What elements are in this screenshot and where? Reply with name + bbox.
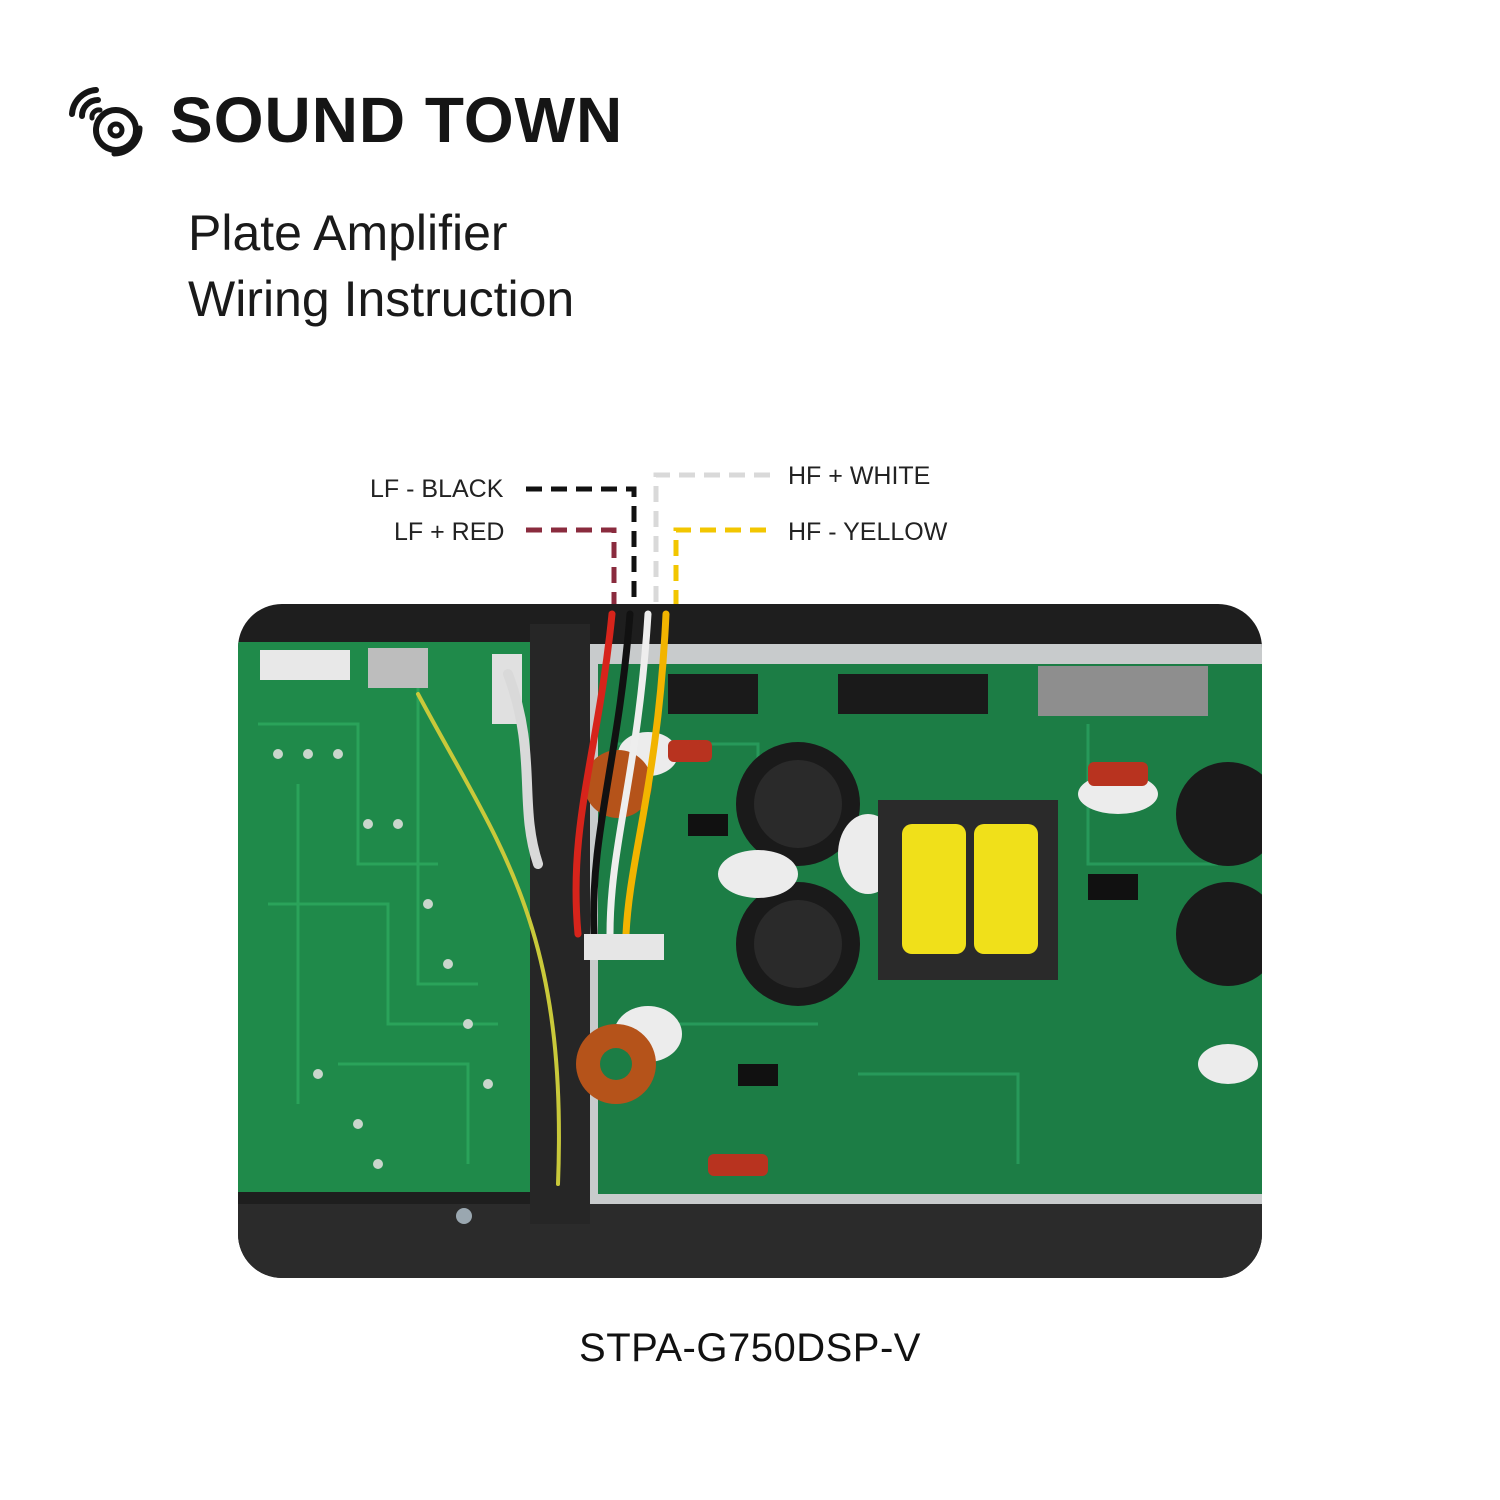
wire-line-lf-black: [526, 486, 637, 606]
wire-line-hf-white: [653, 472, 770, 606]
wire-label-lf-black: LF - BLACK: [370, 475, 504, 503]
wire-label-hf-white: HF + WHITE: [788, 462, 931, 490]
dsp-board: [238, 642, 530, 1192]
wire-label-lf-red: LF + RED: [394, 518, 505, 546]
capacitors: [736, 742, 1262, 1006]
wire-line-hf-yellow: [673, 527, 766, 606]
wire-line-lf-red: [526, 527, 617, 606]
amplifier-board-image: [238, 604, 1262, 1278]
wire-bundle: [416, 610, 670, 1186]
title-line-2: Wiring Instruction: [188, 271, 575, 327]
title-line-1: Plate Amplifier: [188, 205, 508, 261]
model-number: STPA-G750DSP-V: [579, 1326, 921, 1370]
sound-wave-disc-icon: [69, 87, 143, 157]
brand-name: SOUND TOWN: [170, 84, 624, 156]
brand-logo: SOUND TOWN: [66, 80, 726, 160]
page-title: Plate Amplifier Wiring Instruction: [188, 200, 574, 332]
wire-label-hf-yellow: HF - YELLOW: [788, 518, 948, 546]
